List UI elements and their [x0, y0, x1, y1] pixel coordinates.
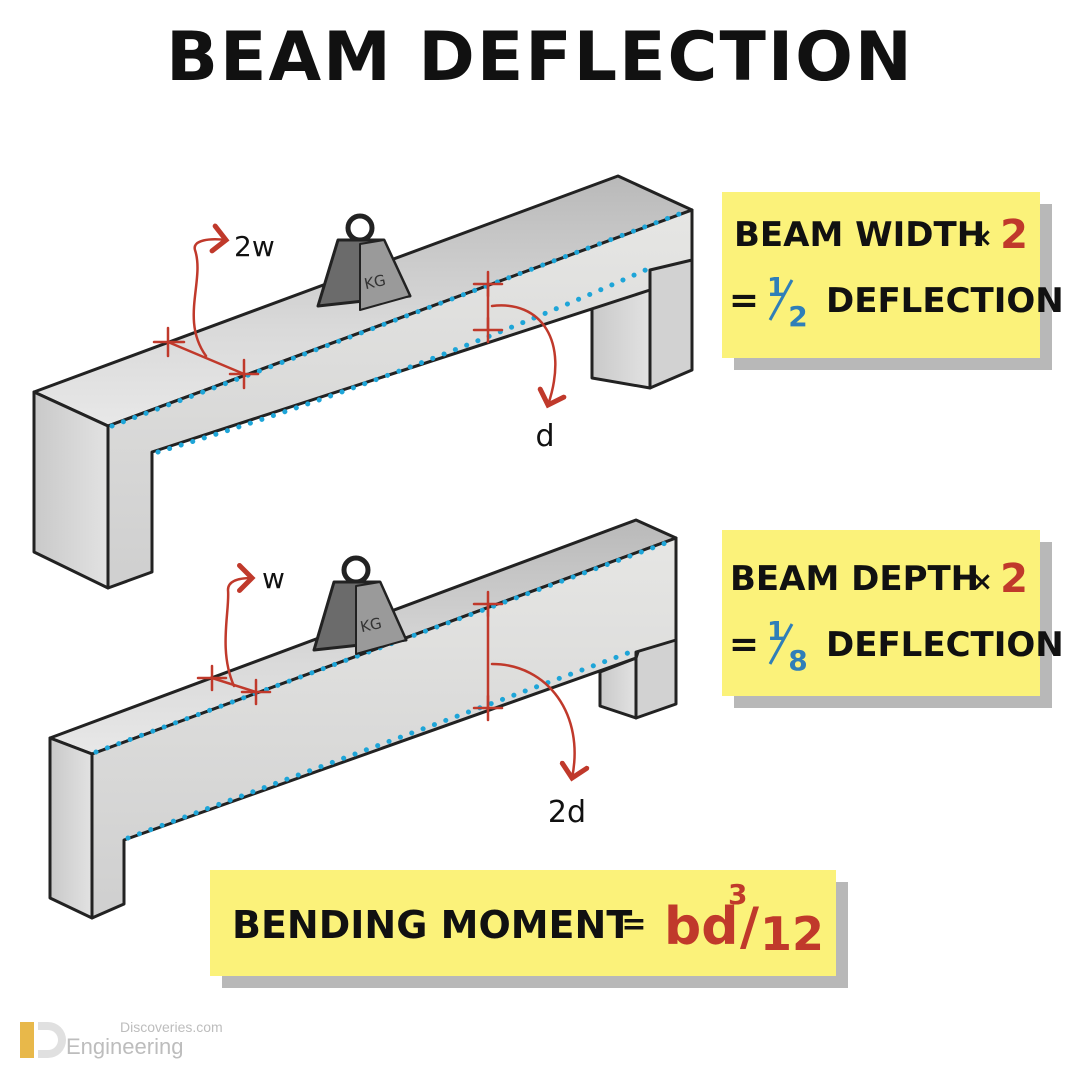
beam-2-front-face [90, 536, 678, 920]
note-2-fraction-bar [768, 623, 794, 665]
formula-text: BENDING MOMENT [232, 903, 632, 947]
beam-2: KG w 2d [48, 518, 678, 920]
beam-2-width-arrow [224, 563, 256, 688]
page-title: BEAM DEFLECTION [166, 18, 914, 97]
beam-1-weight-label: KG [363, 271, 388, 293]
logo-mark-icon [20, 1022, 66, 1058]
beam-2-weight: KG [312, 555, 408, 655]
beam-2-left-leg [48, 736, 94, 920]
logo-line1: Discoveries.com [120, 1019, 223, 1035]
formula-slash: / [740, 897, 759, 957]
beam-1-width-arrow [192, 223, 230, 358]
formula-exponent: 3 [728, 878, 747, 911]
beam-1-front-face [106, 208, 694, 590]
beam-1: KG 2w d [32, 174, 694, 590]
note-1-line1-text: BEAM WIDTH [734, 215, 985, 255]
note-2-line1-text: BEAM DEPTH [730, 559, 979, 599]
note-1-factor: 2 [1000, 212, 1028, 258]
note-beam-depth: BEAM DEPTH × 2 = 1 8 DEFLECTION [722, 530, 1064, 708]
note-1-fraction-bar [768, 279, 794, 321]
note-2-factor: 2 [1000, 556, 1028, 602]
beam-2-depth-arrow [490, 662, 590, 782]
note-beam-width: BEAM WIDTH × 2 = 1 2 DEFLECTION [722, 192, 1064, 370]
note-1-times: × [971, 223, 993, 253]
note-beam-depth-box [722, 530, 1040, 696]
beam-2-width-dimension [196, 563, 272, 706]
note-2-fraction-num: 1 [767, 617, 785, 647]
beam-1-left-leg [32, 390, 110, 590]
beam-1-weight: KG [316, 213, 412, 311]
beam-1-weight-ring [345, 213, 375, 243]
svg-text:BEAM WIDTH: BEAM WIDTH [734, 215, 985, 255]
note-1-eq: = [729, 280, 759, 321]
beam-1-depth-label: d [535, 419, 554, 454]
beam-1-width-label: 2w [234, 230, 275, 263]
note-1-line2-text: DEFLECTION [826, 281, 1064, 321]
beam-2-weight-ring [341, 555, 371, 585]
note-2-fraction-den: 8 [788, 644, 807, 677]
formula-divisor: 12 [760, 907, 824, 961]
formula-eq: = [621, 907, 646, 942]
note-2-line2-text: DEFLECTION [826, 625, 1064, 665]
beam-2-depth-dimension [472, 590, 590, 782]
note-2-times: × [971, 567, 993, 597]
note-beam-width-box [722, 192, 1040, 358]
note-1-fraction-num: 1 [767, 273, 785, 303]
logo-line2: Engineering [66, 1034, 183, 1059]
formula-base: bd [664, 897, 738, 957]
beam-2-width-label: w [262, 562, 285, 595]
beam-1-width-dimension [152, 223, 260, 390]
note-1-fraction-den: 2 [788, 300, 807, 333]
beam-2-depth-label: 2d [548, 795, 586, 830]
formula-box [210, 870, 836, 976]
note-2-eq: = [729, 624, 759, 665]
beam-2-weight-label: KG [359, 614, 384, 636]
beam-1-depth-arrow [490, 304, 567, 409]
logo: Discoveries.com Engineering [20, 1019, 223, 1059]
beam-1-depth-dimension [472, 270, 567, 409]
formula-bending-moment: BENDING MOMENT = bd 3 / 12 [210, 870, 848, 988]
